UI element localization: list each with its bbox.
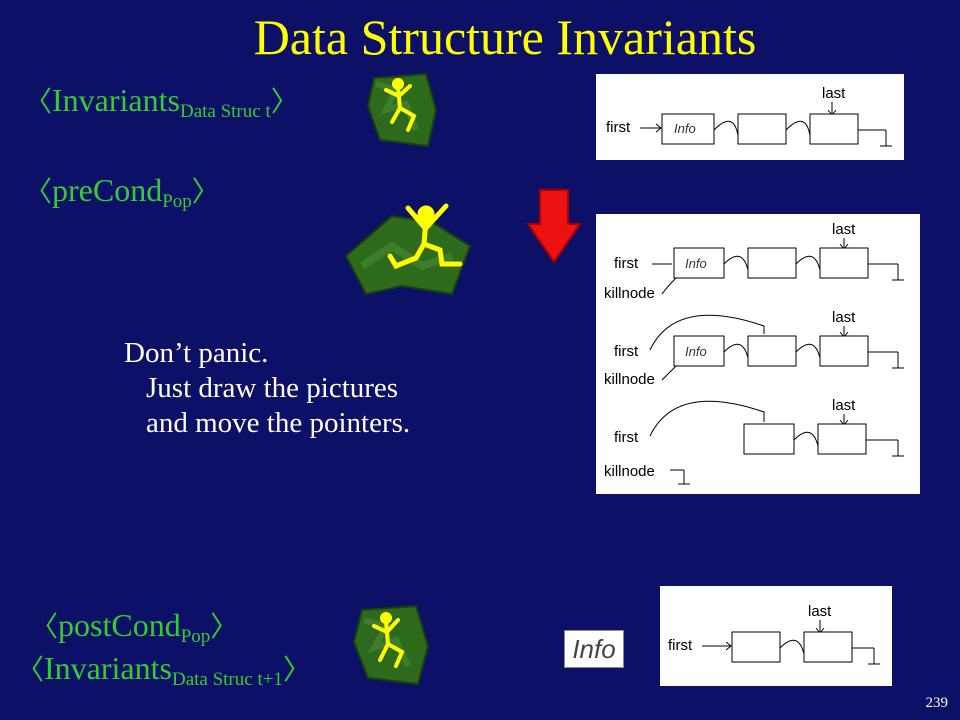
- page-number: 239: [925, 695, 949, 711]
- first-label: first: [614, 255, 639, 272]
- first-label: first: [614, 429, 639, 446]
- last-label: last: [822, 85, 846, 102]
- first-label: first: [606, 119, 631, 136]
- last-label: last: [832, 397, 856, 414]
- frog-icon: [352, 604, 430, 686]
- jumping-frog-icon: [344, 203, 472, 296]
- last-label: last: [808, 603, 832, 620]
- last-label: last: [832, 309, 856, 326]
- first-label: first: [668, 637, 693, 654]
- slide-title: Data Structure Invariants: [253, 9, 757, 65]
- advice-text: Don’t panic. Just draw the pictures and …: [124, 336, 410, 441]
- precondition-pop: 〈preCondPop〉: [24, 172, 220, 212]
- advice-line-2: Just draw the pictures: [146, 372, 399, 404]
- invariants-bottom-condition: 〈InvariantsData Struc t+1〉: [16, 650, 311, 690]
- first-label: first: [614, 343, 639, 360]
- initial-list-diagram: last first Info: [596, 74, 904, 160]
- advice-line-1: Don’t panic.: [124, 337, 269, 369]
- info-label: Info: [685, 256, 707, 271]
- info-label: Info: [674, 121, 696, 136]
- info-label: Info: [685, 344, 707, 359]
- postcondition-pop: 〈postCondPop〉: [30, 607, 239, 647]
- pop-steps-diagram: last first Info killnode last first Info…: [596, 214, 920, 494]
- frog-icon: [366, 72, 438, 148]
- down-arrow-icon: [526, 189, 582, 264]
- killnode-label: killnode: [604, 371, 655, 388]
- invariants-top-condition: 〈InvariantsData Struc t〉: [24, 82, 299, 122]
- last-label: last: [832, 221, 856, 238]
- killnode-label: killnode: [604, 463, 655, 480]
- removed-info-chip: Info: [564, 630, 624, 668]
- advice-line-3: and move the pointers.: [146, 407, 411, 439]
- final-list-diagram: last first: [660, 586, 892, 686]
- killnode-label: killnode: [604, 285, 655, 302]
